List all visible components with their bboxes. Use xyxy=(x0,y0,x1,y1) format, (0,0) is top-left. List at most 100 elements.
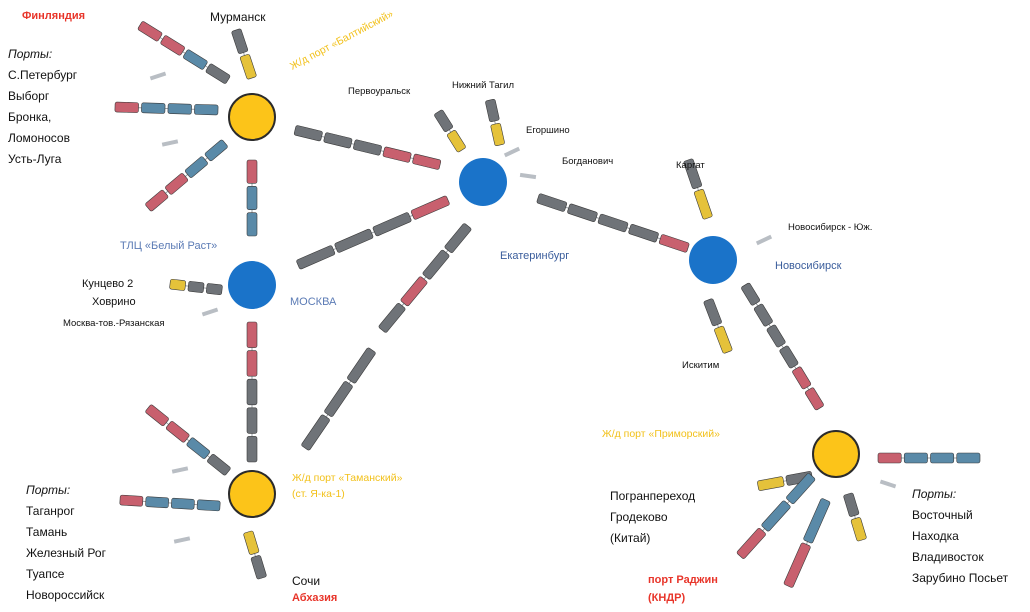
wagon xyxy=(877,452,902,464)
wagon xyxy=(293,125,323,142)
border-crossing-line: (Китай) xyxy=(610,531,651,545)
wagon xyxy=(422,249,450,280)
connector-tag xyxy=(519,172,537,180)
taman-rail-port-station: (ст. Я-ка-1) xyxy=(292,488,345,500)
kargat-label: Каргат xyxy=(676,160,705,171)
wagon xyxy=(382,146,412,163)
connector-tag xyxy=(173,536,191,544)
bogdanovich-label: Богданович xyxy=(562,156,614,167)
wagon xyxy=(783,542,811,588)
connector-tag xyxy=(879,479,897,489)
wagon xyxy=(165,173,189,195)
wagon xyxy=(239,54,257,80)
train-spb-ekb xyxy=(293,125,442,170)
wagon xyxy=(434,109,453,132)
train-novosibirsk-fareast xyxy=(741,282,824,411)
wagon xyxy=(246,321,258,348)
wagon xyxy=(160,35,185,56)
e-port-item: Восточный xyxy=(912,508,973,522)
wagon xyxy=(246,159,258,184)
wagon xyxy=(353,139,382,156)
khovrino-label: Ховрино xyxy=(92,296,136,308)
train-south-ekb-high xyxy=(378,223,472,333)
sochi-label: Сочи xyxy=(292,574,321,588)
train-east-lower xyxy=(843,492,867,542)
wagon xyxy=(186,437,211,459)
moscow-label: МОСКВА xyxy=(290,296,337,308)
novosibirsk-label: Новосибирск xyxy=(775,260,842,272)
murmansk-label: Мурманск xyxy=(210,10,266,24)
e-ports-list: Порты: Восточный Находка Владивосток Зар… xyxy=(912,484,1008,589)
abkhazia-label: Абхазия xyxy=(292,592,338,604)
wagon xyxy=(628,224,659,243)
s-port-item: Туапсе xyxy=(26,567,65,581)
hub-novosibirsk xyxy=(689,236,737,284)
e-port-item: Владивосток xyxy=(912,550,984,564)
wagon xyxy=(761,500,791,532)
wagon xyxy=(378,303,406,333)
wagon xyxy=(757,476,785,491)
s-port-item: Тамань xyxy=(26,525,68,539)
connector-tag xyxy=(503,146,521,158)
wagon xyxy=(194,104,219,116)
wagon xyxy=(485,99,500,123)
kuntsevo-label: Кунцево 2 xyxy=(82,278,134,290)
nizhny-tagil-label: Нижний Тагил xyxy=(452,80,514,91)
hub-primorsky xyxy=(812,430,860,478)
s-port-item: Новороссийск xyxy=(26,588,105,602)
wagon xyxy=(250,555,267,580)
novosibirsk-yu-label: Новосибирск - Юж. xyxy=(788,222,873,233)
wagon xyxy=(490,122,505,146)
train-murmansk xyxy=(231,28,257,80)
wagon xyxy=(246,407,258,434)
nw-ports-heading: Порты: xyxy=(8,47,53,61)
wagon xyxy=(205,283,223,296)
train-pervouralsk xyxy=(434,109,466,153)
border-crossing-line: Погранпереход xyxy=(610,489,696,503)
wagon xyxy=(956,452,981,464)
wagon xyxy=(165,421,190,443)
wagon xyxy=(323,132,353,149)
train-nizhny-tagil xyxy=(485,99,505,146)
s-port-item: Железный Рог xyxy=(26,546,106,560)
wagon xyxy=(766,324,786,348)
wagon xyxy=(246,436,258,463)
wagon xyxy=(205,63,231,84)
hub-st-petersburg xyxy=(228,93,276,141)
wagon xyxy=(145,189,169,212)
train-nw-ports xyxy=(114,101,219,116)
wagon xyxy=(843,492,860,517)
wagon xyxy=(930,452,955,464)
wagon xyxy=(741,282,761,306)
moscow-ryazan-label: Москва-тов.-Рязанская xyxy=(63,318,165,329)
connector-tag xyxy=(171,466,189,474)
wagon xyxy=(447,130,466,153)
wagon xyxy=(536,193,568,212)
wagon xyxy=(183,49,208,70)
e-ports-heading: Порты: xyxy=(912,487,957,501)
ekaterinburg-label: Екатеринбург xyxy=(500,250,570,262)
train-ekb-novosibirsk xyxy=(536,193,690,253)
finland-label: Финляндия xyxy=(22,10,86,22)
wagon xyxy=(736,527,766,559)
wagon xyxy=(779,345,799,369)
nw-port-item: Бронка, xyxy=(8,110,52,124)
train-kargat xyxy=(683,158,713,220)
wagon xyxy=(119,494,144,507)
connector-tag xyxy=(201,307,219,317)
wagon xyxy=(703,298,722,327)
nw-ports-list: Порты: С.Петербург Выборг Бронка, Ломоно… xyxy=(8,44,77,170)
wagon xyxy=(410,195,450,220)
train-east-ports xyxy=(877,452,981,464)
wagon xyxy=(141,102,166,114)
nw-port-item: Ломоносов xyxy=(8,131,70,145)
s-ports-heading: Порты: xyxy=(26,483,71,497)
wagon xyxy=(658,234,690,253)
train-rajin-2 xyxy=(783,498,831,588)
connector-tag xyxy=(161,139,179,147)
wagon xyxy=(187,281,205,293)
wagon xyxy=(196,499,221,512)
train-south-ports xyxy=(119,494,221,512)
